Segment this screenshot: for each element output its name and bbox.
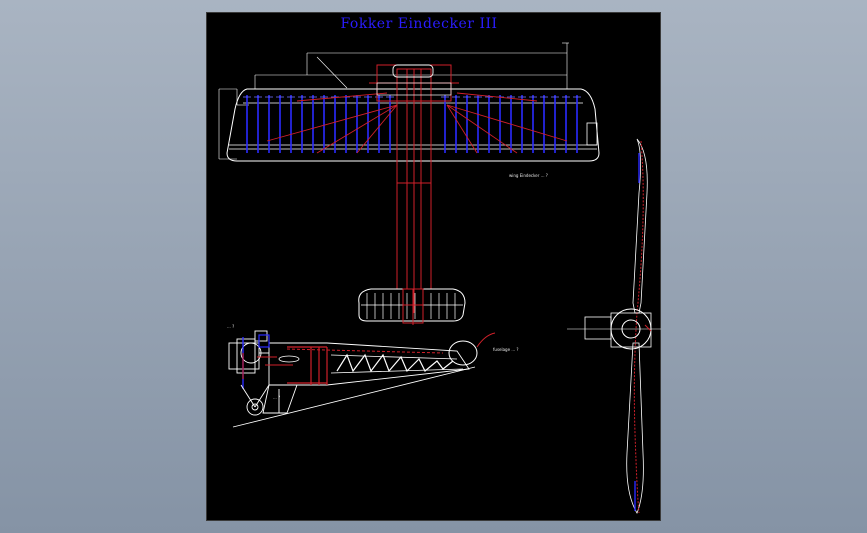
drawing-sheet: Fokker Eindecker III [206,12,661,521]
wheel-note: ... ? [273,395,280,400]
engine-cowling-top [392,64,434,78]
top-view: wing Eindecker ... ? [218,42,600,313]
fuselage-frames [287,346,328,385]
tailplane-structure [402,288,424,325]
cockpit-outline [376,82,452,96]
front-view [567,138,661,514]
engine-front [610,312,652,348]
engine-frames [242,353,293,379]
tailplane-ribs [366,293,456,319]
propeller-blade-upper [632,138,648,314]
ground-line [232,366,476,428]
drawing-title: Fokker Eindecker III [340,16,497,32]
propeller-blade-lower [626,342,644,514]
propeller-centerline [633,140,644,514]
wing-bracing-wires [266,92,568,154]
fuselage-truss [336,353,454,373]
cad-drawing: Fokker Eindecker III [218,16,661,514]
engine-side [228,330,269,374]
wing-ribs [246,95,578,153]
wing-note: wing Eindecker ... ? [509,173,548,178]
rudder-leader [476,332,496,348]
wing-outline [226,88,600,162]
lower-longeron [330,368,464,374]
tailplane-outline [358,288,466,322]
engine-mount-blue [258,334,270,348]
side-view: fuselage ... ? ... ? [227,324,519,428]
fuselage-note: fuselage ... ? [493,347,519,352]
pilot-headrest [278,355,300,363]
cowling-front [584,316,612,340]
upper-longeron [330,354,458,360]
aileron-horn [586,122,598,146]
dashed-control-line [286,348,444,354]
hub-marker [644,324,652,332]
landing-gear [240,384,298,416]
rudder [448,340,478,366]
wing-dimension-lines [218,42,569,160]
engine-note: ... ? [227,324,234,329]
tailplane [358,288,466,325]
